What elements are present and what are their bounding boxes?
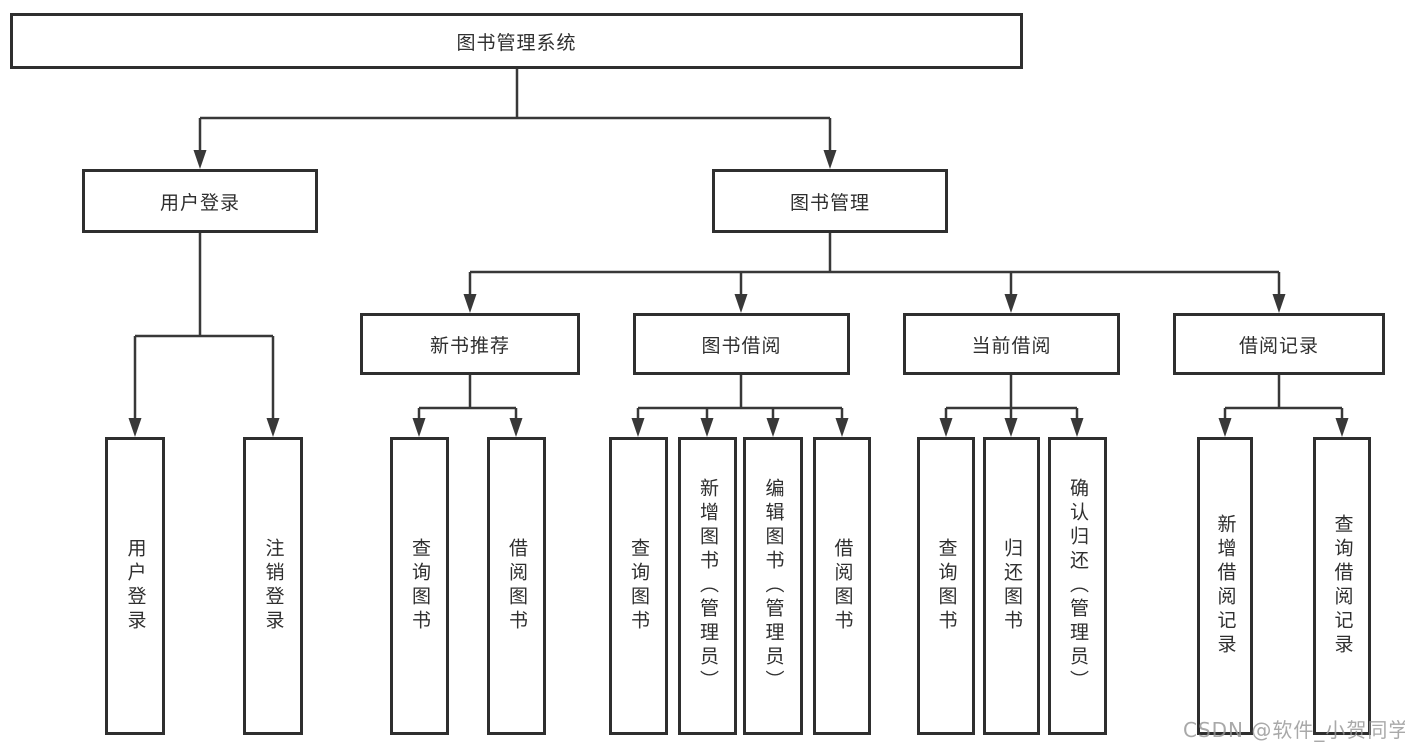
watermark: CSDN @软件_小贺同学 (1183, 718, 1405, 742)
leaf-return-books-label: 归还图书 (1001, 538, 1023, 634)
node-book-management-label: 图书管理 (789, 191, 870, 214)
leaf-add-books-admin: 新增图书（管理员） (678, 437, 737, 735)
node-root-label: 图书管理系统 (456, 31, 577, 54)
node-book-borrow: 图书借阅 (633, 313, 850, 375)
leaf-query-books-borrow-label: 查询图书 (628, 538, 650, 634)
leaf-borrow-books: 借阅图书 (813, 437, 871, 735)
node-current-borrow: 当前借阅 (903, 313, 1120, 375)
node-current-borrow-label: 当前借阅 (971, 334, 1052, 357)
leaf-query-books-recommend: 查询图书 (390, 437, 449, 735)
leaf-edit-books-admin-label: 编辑图书（管理员） (762, 478, 785, 694)
connector-path (133, 69, 1344, 425)
leaf-confirm-return-admin: 确认归还（管理员） (1048, 437, 1107, 735)
leaf-confirm-return-admin-label: 确认归还（管理员） (1067, 478, 1089, 694)
arrowheads (128, 150, 1349, 437)
leaf-query-books-current: 查询图书 (917, 437, 975, 735)
leaf-borrow-books-recommend-label: 借阅图书 (506, 538, 528, 634)
leaf-query-borrow-record-label: 查询借阅记录 (1331, 514, 1354, 658)
leaf-add-borrow-record: 新增借阅记录 (1197, 437, 1253, 735)
leaf-edit-books-admin: 编辑图书（管理员） (743, 437, 803, 735)
leaf-user-login: 用户登录 (105, 437, 165, 735)
node-borrow-records: 借阅记录 (1173, 313, 1385, 375)
leaf-logout-label: 注销登录 (262, 538, 285, 634)
leaf-add-books-admin-label: 新增图书（管理员） (697, 478, 719, 694)
leaf-logout: 注销登录 (243, 437, 303, 735)
leaf-query-books-borrow: 查询图书 (609, 437, 668, 735)
node-new-book-recommend: 新书推荐 (360, 313, 580, 375)
node-user-login: 用户登录 (82, 169, 318, 233)
node-book-borrow-label: 图书借阅 (701, 334, 782, 357)
leaf-return-books: 归还图书 (983, 437, 1040, 735)
leaf-add-borrow-record-label: 新增借阅记录 (1214, 514, 1237, 658)
leaf-query-borrow-record: 查询借阅记录 (1313, 437, 1371, 735)
node-book-management: 图书管理 (712, 169, 948, 233)
node-user-login-label: 用户登录 (159, 191, 240, 214)
leaf-query-books-recommend-label: 查询图书 (409, 538, 431, 634)
leaf-query-books-current-label: 查询图书 (935, 538, 958, 634)
node-root: 图书管理系统 (10, 13, 1023, 69)
leaf-borrow-books-recommend: 借阅图书 (487, 437, 546, 735)
node-borrow-records-label: 借阅记录 (1238, 334, 1319, 357)
node-new-book-recommend-label: 新书推荐 (429, 334, 510, 357)
leaf-borrow-books-label: 借阅图书 (831, 538, 854, 634)
leaf-user-login-label: 用户登录 (124, 538, 147, 634)
